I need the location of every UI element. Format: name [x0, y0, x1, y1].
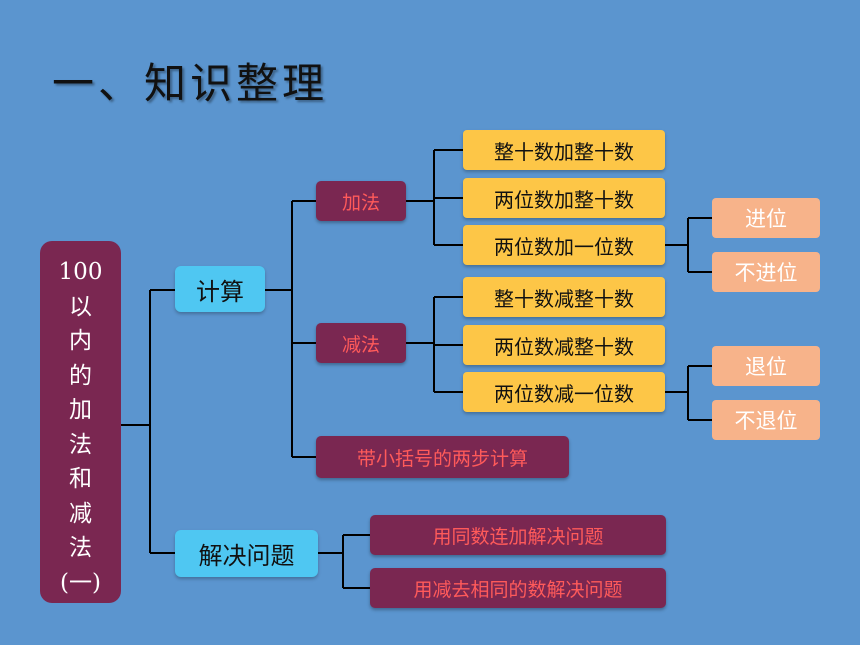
solve-item-node: 用同数连加解决问题 — [370, 515, 666, 555]
root-line: 减 — [69, 500, 92, 527]
root-line: (一) — [60, 569, 101, 596]
borrow-node: 退位 — [712, 346, 820, 386]
root-line: 法 — [69, 535, 92, 561]
no-borrow-node: 不退位 — [712, 400, 820, 440]
solve-item-node: 用减去相同的数解决问题 — [370, 568, 666, 608]
subtraction-item-node: 两位数减一位数 — [463, 372, 665, 412]
root-line: 的 — [69, 362, 92, 389]
root-line: 100 — [58, 259, 103, 285]
root-line: 内 — [69, 328, 92, 354]
addition-node: 加法 — [316, 181, 406, 221]
page-title: 一、知识整理 — [52, 59, 329, 108]
root-line: 和 — [69, 466, 92, 492]
root-line: 加 — [69, 397, 92, 423]
subtraction-node: 减法 — [316, 323, 406, 363]
solve-problems-node: 解决问题 — [175, 530, 318, 577]
subtraction-item-node: 两位数减整十数 — [463, 325, 665, 365]
compute-node: 计算 — [175, 266, 265, 312]
subtraction-item-node: 整十数减整十数 — [463, 277, 665, 317]
addition-item-node: 整十数加整十数 — [463, 130, 665, 170]
root-topic-box: 100 以 内 的 加 法 和 减 法 (一) — [40, 241, 121, 603]
addition-item-node: 两位数加整十数 — [463, 178, 665, 218]
brackets-calc-node: 带小括号的两步计算 — [316, 436, 569, 478]
addition-item-node: 两位数加一位数 — [463, 225, 665, 265]
no-carry-node: 不进位 — [712, 252, 820, 292]
root-line: 法 — [69, 431, 92, 458]
carry-node: 进位 — [712, 198, 820, 238]
root-line: 以 — [69, 293, 92, 320]
